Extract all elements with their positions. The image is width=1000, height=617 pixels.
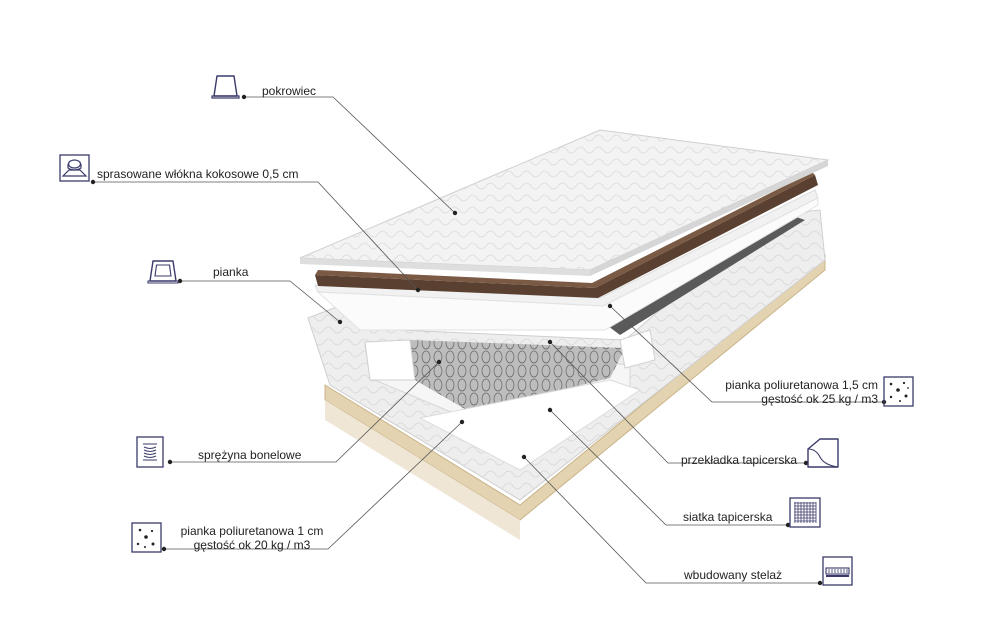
foam-density-icon — [131, 522, 162, 553]
label-pu-foam-bottom-line2: gęstość ok 20 kg / m3 — [193, 538, 311, 552]
label-cover: pokrowiec — [262, 84, 317, 98]
coconut-fiber-icon — [59, 154, 90, 182]
leader-frame — [523, 456, 820, 584]
spring-icon — [136, 436, 164, 468]
leader-foam — [180, 280, 341, 323]
mattress-cover-icon — [211, 75, 240, 99]
label-pu-foam-top: pianka poliuretanowa 1,5 cm gęstość ok 2… — [700, 378, 878, 406]
leader-pu-foam-top — [609, 305, 884, 403]
leader-mesh — [549, 409, 788, 526]
top-cover-layer — [299, 129, 830, 276]
leader-lines — [93, 96, 884, 584]
leader-insert — [549, 341, 806, 464]
leader-pu-foam-bottom — [164, 421, 463, 550]
frame-icon — [822, 556, 853, 586]
label-bonnell-spring: sprężyna bonelowe — [198, 448, 302, 462]
foam-density-icon — [883, 376, 914, 407]
label-upholstery-mesh: siatka tapicerska — [683, 510, 773, 524]
label-coconut-fiber: sprasowane włókna kokosowe 0,5 cm — [97, 167, 299, 181]
leader-cover — [244, 96, 456, 214]
leader-coconut — [93, 181, 419, 291]
label-foam: pianka — [213, 265, 249, 279]
label-frame: wbudowany stelaż — [684, 568, 783, 582]
leader-dots — [90, 94, 887, 586]
label-pu-foam-top-line2: gęstość ok 25 kg / m3 — [761, 392, 878, 406]
label-pu-foam-top-line1: pianka poliuretanowa 1,5 cm — [725, 378, 878, 392]
label-upholstery-insert: przekładka tapicerska — [681, 453, 798, 467]
coconut-fiber-layer — [315, 172, 818, 298]
wooden-base-layer — [324, 253, 826, 540]
label-pu-foam-bottom: pianka poliuretanowa 1 cm gęstość ok 20 … — [162, 524, 342, 552]
foam-layer-icon — [147, 260, 179, 284]
foam-sheet-layer — [314, 189, 819, 331]
mattress-body — [307, 209, 826, 501]
mesh-grid-icon — [789, 497, 821, 528]
insert-sheet-icon — [807, 438, 839, 468]
label-pu-foam-bottom-line1: pianka poliuretanowa 1 cm — [180, 524, 324, 538]
leader-spring — [170, 361, 440, 463]
